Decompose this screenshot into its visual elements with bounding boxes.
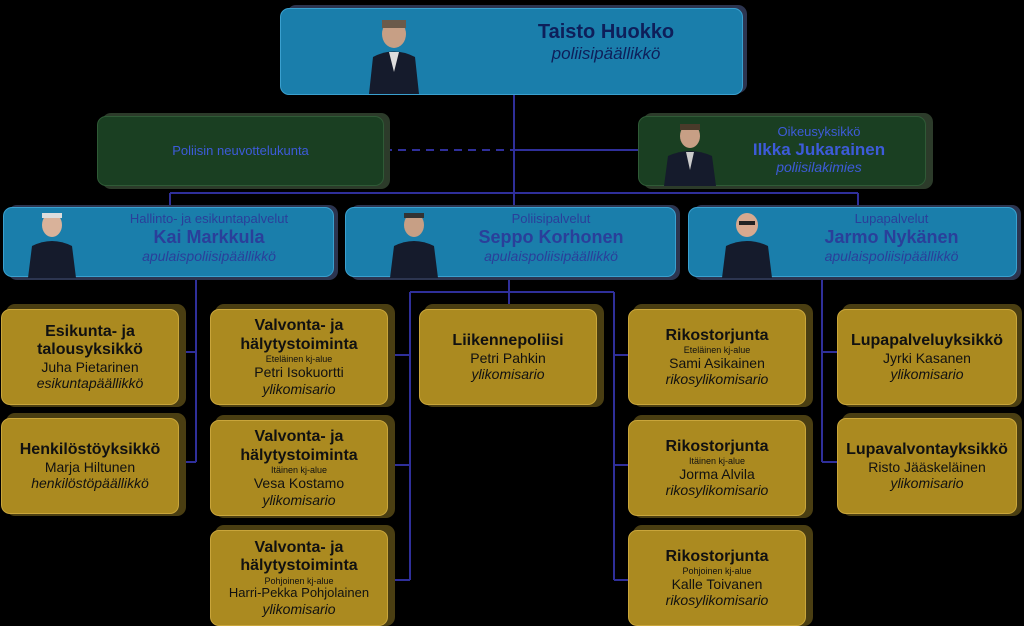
unit-title: ylikomisario [890, 366, 964, 383]
unit-heading: hälytystoiminta [240, 335, 358, 353]
chief-box: Taisto Huokko poliisipäällikkö [280, 8, 743, 95]
unit-box-rikos-etela: Rikostorjunta Eteläinen kj-alue Sami Asi… [628, 309, 806, 405]
department-title: apulaispoliisipäällikkö [824, 247, 959, 264]
chief-name: Taisto Huokko [537, 21, 675, 43]
department-name: Kai Markkula [153, 226, 265, 247]
unit-box-valvonta-etela: Valvonta- ja hälytystoiminta Eteläinen k… [210, 309, 388, 405]
legal-title: poliisilakimies [776, 159, 862, 176]
unit-title: rikosylikomisario [665, 592, 769, 609]
unit-heading: talousyksikkö [37, 340, 143, 358]
unit-region: Pohjoinen kj-alue [264, 575, 334, 586]
department-unit: Poliisipalvelut [511, 211, 591, 226]
department-unit: Hallinto- ja esikuntapalvelut [129, 211, 289, 226]
unit-heading: Lupapalveluyksikkö [850, 331, 1004, 349]
unit-heading: Rikostorjunta [665, 437, 769, 455]
legal-unit: Oikeusyksikkö [777, 124, 861, 139]
unit-title: ylikomisario [262, 600, 336, 617]
poliisi-photo-icon [390, 213, 438, 278]
lupa-photo-icon [722, 213, 772, 278]
unit-title: rikosylikomisario [665, 482, 769, 499]
unit-person: Risto Jääskeläinen [868, 459, 986, 476]
unit-title: ylikomisario [890, 475, 964, 492]
unit-heading: Rikostorjunta [665, 547, 769, 565]
unit-person: Harri-Pekka Pohjolainen [228, 585, 370, 601]
unit-box-lupapalvelu: Lupapalveluyksikkö Jyrki Kasanen ylikomi… [837, 309, 1017, 405]
unit-box-rikos-ita: Rikostorjunta Itäinen kj-alue Jorma Alvi… [628, 420, 806, 516]
unit-box-rikos-pohjoinen: Rikostorjunta Pohjoinen kj-alue Kalle To… [628, 530, 806, 626]
chief-photo-icon [365, 12, 423, 94]
unit-person: Juha Pietarinen [41, 359, 139, 376]
unit-heading: hälytystoiminta [240, 446, 358, 464]
unit-person: Marja Hiltunen [44, 459, 136, 476]
unit-heading: Valvonta- ja [254, 317, 344, 335]
unit-region: Eteläinen kj-alue [265, 354, 333, 365]
unit-heading: Henkilöstöyksikkö [19, 440, 161, 458]
hallinto-photo-icon [28, 213, 76, 278]
council-label: Poliisin neuvottelukunta [172, 142, 309, 158]
unit-heading: hälytystoiminta [240, 557, 358, 575]
unit-heading: Esikunta- ja [45, 322, 135, 340]
unit-region: Eteläinen kj-alue [683, 344, 751, 355]
unit-heading: Valvonta- ja [254, 428, 344, 446]
council-box: Poliisin neuvottelukunta [97, 116, 384, 186]
unit-person: Kalle Toivanen [671, 576, 763, 593]
department-name: Jarmo Nykänen [824, 226, 959, 247]
unit-title: esikuntapäällikkö [36, 375, 144, 392]
department-unit: Lupapalvelut [854, 211, 929, 226]
unit-title: ylikomisario [471, 366, 545, 383]
unit-heading: Valvonta- ja [254, 538, 344, 556]
chief-title: poliisipäällikkö [551, 44, 661, 63]
unit-region: Pohjoinen kj-alue [682, 565, 752, 576]
unit-person: Petri Pahkin [470, 350, 546, 367]
unit-heading: Rikostorjunta [665, 326, 769, 344]
unit-person: Jyrki Kasanen [883, 350, 971, 367]
unit-heading: Lupavalvontayksikkö [846, 440, 1008, 458]
unit-person: Sami Asikainen [669, 355, 765, 372]
unit-box-valvonta-pohjoinen: Valvonta- ja hälytystoiminta Pohjoinen k… [210, 530, 388, 626]
legal-name: Ilkka Jukarainen [752, 139, 886, 159]
unit-box-henkilosto: Henkilöstöyksikkö Marja Hiltunen henkilö… [1, 418, 179, 514]
department-name: Seppo Korhonen [478, 226, 624, 247]
unit-box-liikenne: Liikennepoliisi Petri Pahkin ylikomisari… [419, 309, 597, 405]
unit-title: henkilöstöpäällikkö [31, 475, 149, 492]
unit-region: Itäinen kj-alue [688, 455, 746, 466]
unit-title: rikosylikomisario [665, 371, 769, 388]
unit-box-valvonta-ita: Valvonta- ja hälytystoiminta Itäinen kj-… [210, 420, 388, 516]
unit-person: Petri Isokuortti [254, 364, 344, 381]
unit-region: Itäinen kj-alue [270, 465, 328, 476]
unit-title: ylikomisario [262, 491, 336, 508]
unit-heading: Liikennepoliisi [452, 331, 564, 349]
unit-title: ylikomisario [262, 380, 336, 397]
legal-photo-icon [664, 124, 716, 186]
department-title: apulaispoliisipäällikkö [142, 247, 276, 264]
department-box-poliisi: Poliisipalvelut Seppo Korhonen apulaispo… [345, 207, 676, 277]
department-title: apulaispoliisipäällikkö [484, 247, 618, 264]
unit-box-lupavalvonta: Lupavalvontayksikkö Risto Jääskeläinen y… [837, 418, 1017, 514]
unit-person: Jorma Alvila [679, 466, 755, 483]
unit-box-esikunta: Esikunta- ja talousyksikkö Juha Pietarin… [1, 309, 179, 405]
unit-person: Vesa Kostamo [253, 475, 345, 492]
